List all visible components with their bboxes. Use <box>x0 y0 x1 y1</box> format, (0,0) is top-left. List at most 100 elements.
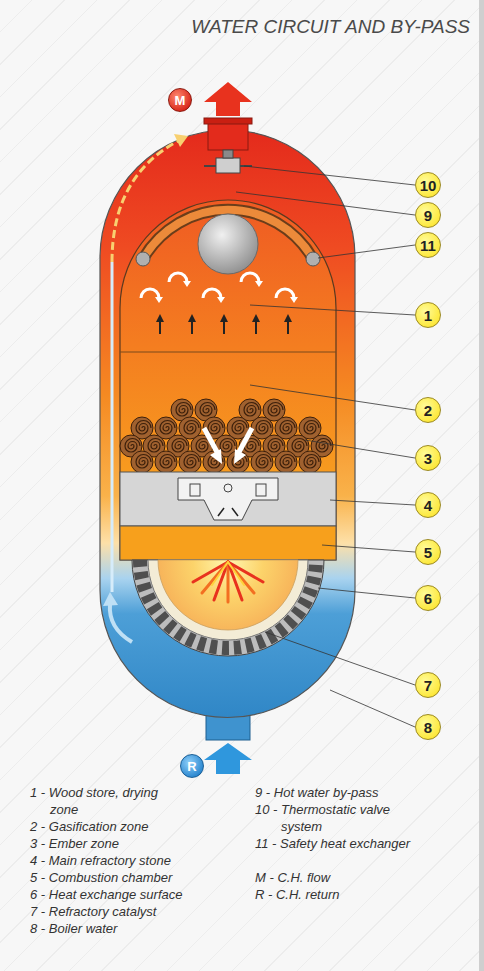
legend-item: 5 - Combustion chamber <box>30 869 186 886</box>
legend-item: 7 - Refractory catalyst <box>30 903 186 920</box>
wood-logs <box>120 399 333 473</box>
ember-arrow-head <box>234 449 246 464</box>
callout-number: 11 <box>420 238 436 253</box>
up-arrow <box>223 321 225 334</box>
flame <box>193 562 263 602</box>
nozzle-hole <box>224 484 232 492</box>
bypass-arrow-head <box>174 134 188 147</box>
return-marker: R <box>180 754 204 778</box>
legend-item: 4 - Main refractory stone <box>30 852 186 869</box>
flow-arrow <box>204 82 252 116</box>
legend-item: 1 - Wood store, drying zone <box>30 784 186 818</box>
rising-heads <box>156 314 292 322</box>
legend-item: 3 - Ember zone <box>30 835 186 852</box>
swirl-arrow <box>203 289 221 298</box>
leader-line <box>322 545 415 552</box>
callout-circle: 10 <box>415 172 441 198</box>
callout-circle: 11 <box>415 232 441 258</box>
legend-item: R - C.H. return <box>255 886 423 903</box>
swirl-arrow <box>141 289 159 298</box>
callout-circle: 3 <box>415 445 441 471</box>
callout-number: 4 <box>424 498 432 513</box>
callout-circle: 1 <box>415 302 441 328</box>
callout-number: 2 <box>424 403 432 418</box>
up-head <box>220 314 228 322</box>
gas-arrow <box>218 508 224 516</box>
flame-ray <box>214 562 228 600</box>
leader-lines <box>236 166 415 727</box>
exchanger-end <box>306 252 320 266</box>
log <box>155 451 177 473</box>
swirl-head <box>183 281 191 287</box>
frame-edge <box>479 0 484 971</box>
up-head <box>252 314 260 322</box>
callout-circle: 7 <box>415 672 441 698</box>
swirl-head <box>155 297 163 303</box>
nozzle-slot <box>256 484 266 496</box>
up-arrow <box>191 321 193 334</box>
leader-line <box>318 588 415 598</box>
swirl-arrow <box>241 273 259 282</box>
gas-swirl-arrows <box>141 273 294 298</box>
callout-number: 1 <box>424 308 432 323</box>
legend-item: 6 - Heat exchange surface <box>30 886 186 903</box>
heat-exchange-surface <box>132 560 324 656</box>
thermostatic-valve <box>216 158 240 173</box>
water-rise-line <box>111 262 114 592</box>
leader-line <box>330 690 415 727</box>
flow-flange <box>204 118 252 124</box>
up-head <box>156 314 164 322</box>
leader-line <box>250 305 415 315</box>
legend-item: 8 - Boiler water <box>30 920 186 937</box>
swirl-arrow <box>276 289 294 298</box>
up-head <box>188 314 196 322</box>
leader-line <box>318 245 415 258</box>
log <box>275 451 297 473</box>
refractory-stone <box>120 472 336 526</box>
flue-opening <box>198 214 258 274</box>
flame-ray <box>228 562 244 585</box>
flame-ray <box>228 562 254 593</box>
callout-circle: 2 <box>415 397 441 423</box>
log <box>131 451 153 473</box>
log <box>179 451 201 473</box>
swirl-arrow <box>169 273 187 282</box>
diagram-title: WATER CIRCUIT AND BY-PASS <box>191 16 470 38</box>
legend-item: 10 - Thermostatic valve system <box>255 801 423 835</box>
leader-line <box>250 385 415 410</box>
legend-item: 2 - Gasification zone <box>30 818 186 835</box>
legend-item: M - C.H. flow <box>255 869 423 886</box>
callout-number: 10 <box>420 178 437 193</box>
ember-arrow <box>239 428 252 452</box>
up-arrow <box>159 321 161 334</box>
flame-ray <box>212 562 228 585</box>
leader-line <box>265 632 415 685</box>
nozzle-slot <box>190 484 200 496</box>
return-arrow <box>204 743 252 774</box>
leader-line <box>236 192 415 215</box>
firebox <box>120 200 336 560</box>
boiler-shell <box>100 130 355 718</box>
callout-number: 5 <box>424 545 432 560</box>
callout-number: M <box>175 94 186 107</box>
nozzle <box>178 478 278 520</box>
swirl-heads <box>155 281 298 303</box>
combustion-band <box>120 526 336 560</box>
valve-head <box>223 150 233 158</box>
zone-divider <box>120 351 336 352</box>
up-head <box>284 314 292 322</box>
ember-arrow <box>204 428 217 452</box>
leader-line <box>244 166 415 185</box>
ember-arrow-head <box>210 449 222 464</box>
leader-line <box>330 500 415 505</box>
refractory-catalyst <box>148 560 308 640</box>
leader-line <box>305 440 415 458</box>
log <box>251 451 273 473</box>
flame-ray <box>202 562 228 593</box>
log <box>299 451 321 473</box>
gas-arrow <box>232 508 238 516</box>
callout-number: 3 <box>424 451 432 466</box>
callout-circle: 9 <box>415 202 441 228</box>
flame-ray <box>228 562 263 582</box>
